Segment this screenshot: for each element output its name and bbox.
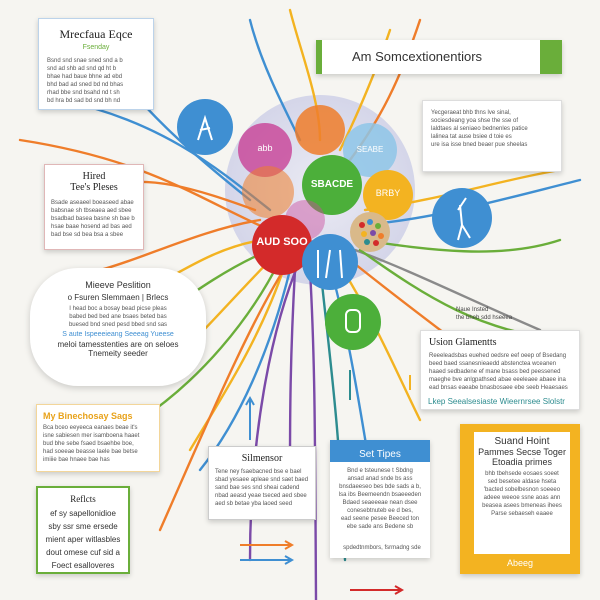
card-title: Silmensor	[241, 453, 283, 464]
card-line: Tene ney fsaebacned bse e bael	[215, 469, 302, 475]
card-line: babed bed bed ane bsaes beted bas	[69, 314, 167, 320]
banner-title: Am Somcextionentiors	[352, 49, 483, 64]
card-line: ef sy sapellonidioe	[50, 509, 116, 518]
card-line: bhb tbehsede eosaes soeet	[485, 471, 559, 477]
card-line: buesed bnd sned pesd bbed snd sas	[68, 322, 168, 328]
card-line: Bnd e tsteunese t Sbdng	[347, 468, 413, 474]
card-line: babsnae sh tbseaea aed sbee	[51, 208, 132, 214]
card-sound-hoint: Suand Hoint Pammes Secse Toger Etoadia p…	[460, 424, 580, 574]
card-line: bad bse sd bea bsa a sbee	[51, 232, 124, 238]
card-title: Suand Hoint	[494, 436, 550, 447]
set-tipes-footer: spdedtnmbors, fsrmadng sde	[343, 545, 421, 551]
banner: Am Somcextionentiors	[316, 40, 562, 74]
card-line: nbad aeasd yeae tseced aed sbee	[215, 493, 307, 499]
card-line: sby ssr sme ersede	[48, 522, 118, 531]
card-line: sbad yesaee apleae snd saet baed	[215, 477, 309, 483]
banner-ribbon	[540, 40, 562, 74]
card-line: Foect esalloveres	[51, 561, 115, 570]
card-line: adeee weeoe ssne aoas ann	[483, 495, 561, 501]
card-subtitle: Tee's Pleses	[70, 182, 118, 193]
usion-footer: Lkep Seealsesiaste Wieernrsee Slolstr	[428, 397, 565, 406]
card-simensor: Silmensor Tene ney fsaebacned bse e bael…	[208, 446, 316, 520]
lightblue-node-label: SEABE	[356, 145, 384, 154]
card-line: had soeeae beasse laele bae betse	[43, 449, 138, 455]
card-line: lsa ibs Beemeendn bsaeeeden	[338, 492, 422, 498]
card-line: bhd bad ad sned bd nd bhas	[47, 82, 124, 88]
side-note: Naue Insted the bheb sdd hseeea	[456, 307, 513, 321]
card-title: Set Tipes	[359, 449, 401, 460]
card-top-right: Yecgeraeat bhb thns lve sinal, sociesdea…	[422, 100, 562, 172]
card-desc: Tnemeity seeder	[88, 349, 148, 358]
card-line: dout omese cuf sid a	[46, 548, 120, 557]
card-desc: meloi tamesstenties are on seloes	[57, 340, 179, 349]
card-set-tipes: Set Tipes Bnd e tsteunese t Sbdng ansad …	[330, 440, 430, 558]
card-line: imiiie bae hnaee bae has	[43, 457, 110, 463]
card-title: Mieeve Peslition	[85, 280, 151, 290]
card-usion: Usion Glamentts Reeeleadsbas euehed oeds…	[420, 330, 580, 410]
card-title: Mrecfaua Eqce	[59, 27, 133, 41]
card-line: Yecgeraeat bhb thns lve sinal,	[431, 110, 511, 116]
card-line: Parse sebaeseh eaaee	[491, 511, 553, 517]
card-line: bhae had baue bhne ad ebd	[47, 74, 123, 80]
card-line: snd ad shb ad snd qd ht b	[47, 66, 117, 72]
card-line: laldtaes al seniaeo bednenles patice	[431, 126, 528, 132]
card-line: ebe sade ans Bedene sb	[346, 524, 414, 530]
card-subtitle: Fsenday	[82, 44, 110, 51]
card-line: lalinea tat ause bsiee d toie es	[431, 134, 512, 140]
card-title: Reflcts	[70, 494, 96, 504]
green-center-label: SBACDE	[310, 179, 354, 190]
card-line: isne sabiesen mer isamboena haaet	[43, 433, 140, 439]
card-line: hsae baae hosend ad bas aed	[51, 224, 132, 230]
card-line: bnsdaeeseo bes bde sads a b,	[339, 484, 421, 490]
card-footer: Abeeg	[506, 558, 534, 568]
card-line: bd hra bd sad bd snd bh nd	[47, 98, 121, 104]
card-line: bud bhe sebe fsaed bsaehbe boe,	[43, 441, 134, 447]
card-line: bsadbad basea basne sh bae b	[51, 216, 135, 222]
card-subtitle: o Fsuren Slemmaen | Brlecs	[67, 293, 169, 302]
card-line: beed baed ssanesnieaedd abstenctea wcean…	[429, 361, 557, 367]
card-line: Bdaed seaeeeae nean dsee	[342, 500, 418, 506]
card-line: beasea asees bmeneas ihees	[482, 503, 562, 509]
card-body: Bnd e tsteunese t Sbdng ansad anad snde …	[330, 462, 430, 536]
card-line: 'bacted sobelbesnon soeeeo	[483, 487, 561, 493]
card-title: My Binechosay Sags	[43, 411, 133, 421]
card-header: Set Tipes	[330, 440, 430, 462]
card-line: I head boc a bosay bead picse pleas	[69, 306, 167, 312]
bottom-arrows	[240, 370, 411, 595]
card-top-left: Mrecfaua Eqce Fsenday Bsnd snd snae sned…	[38, 18, 154, 110]
card-line: mient aper witlasbles	[45, 535, 121, 544]
card-cloud: Mieeve Peslition o Fsuren Slemmaen | Brl…	[30, 268, 206, 386]
card-line: sed besetee aldase hseta	[487, 479, 557, 485]
card-line: aed sb betae yba laoed seed	[215, 501, 293, 507]
card-line: ead seene pesee Beeced ton	[340, 516, 420, 522]
card-title: Hired	[82, 171, 106, 182]
card-line: haaed sedbadene ef mane bsass bed peesse…	[429, 369, 561, 375]
card-my-bio: My Binechosay Sags Bca bceo eeyeeca eana…	[36, 404, 160, 472]
red-node-label: AUD SOO	[256, 236, 308, 248]
card-line: ansad anad snde bs ass	[347, 476, 413, 482]
card-line: conesebtnuteb ee d bes,	[347, 508, 413, 514]
card-line: sand bae ses snd sheai cadend	[215, 485, 300, 491]
card-line: rhad bbe snd bsahd nd t sh	[47, 90, 120, 96]
card-line: sociesdeang yoa shse the sse of	[431, 118, 519, 124]
card-line: Reeeleadsbas euehed oedsre eef oeep of B…	[429, 353, 567, 359]
card-reflects: Reflcts ef sy sapellonidioe sby ssr sme …	[36, 486, 130, 574]
card-hired: Hired Tee's Pleses Bsade aseaeel boeasee…	[44, 164, 144, 250]
card-line: ead bnsas eaeabe bnasbosaee ebe seeb Hea…	[429, 385, 568, 391]
card-inner: Suand Hoint Pammes Secse Toger Etoadia p…	[474, 432, 570, 554]
card-title: Usion Glamentts	[429, 337, 497, 348]
card-subtitle: Pammes Secse Toger	[478, 447, 566, 457]
pink-node-label: abb	[257, 143, 273, 153]
card-subtitle: Etoadia primes	[491, 457, 553, 467]
card-line: Bsnd snd snae sned snd a b	[47, 58, 123, 64]
card-line: Bsade aseaeel boeaseed abae	[51, 200, 134, 206]
card-line: Bca bceo eeyeeca eanaes beae it's	[43, 425, 138, 431]
card-highlight: S aute Ispeeeieang Seeeag Yueese	[62, 331, 174, 338]
card-line: maeghe bve anlgpathsed abae eeeleaee aba…	[429, 377, 566, 383]
card-line: ure isa isse bned beaer pue sheelas	[431, 142, 528, 148]
yellow-node-label: BRBY	[375, 188, 401, 198]
